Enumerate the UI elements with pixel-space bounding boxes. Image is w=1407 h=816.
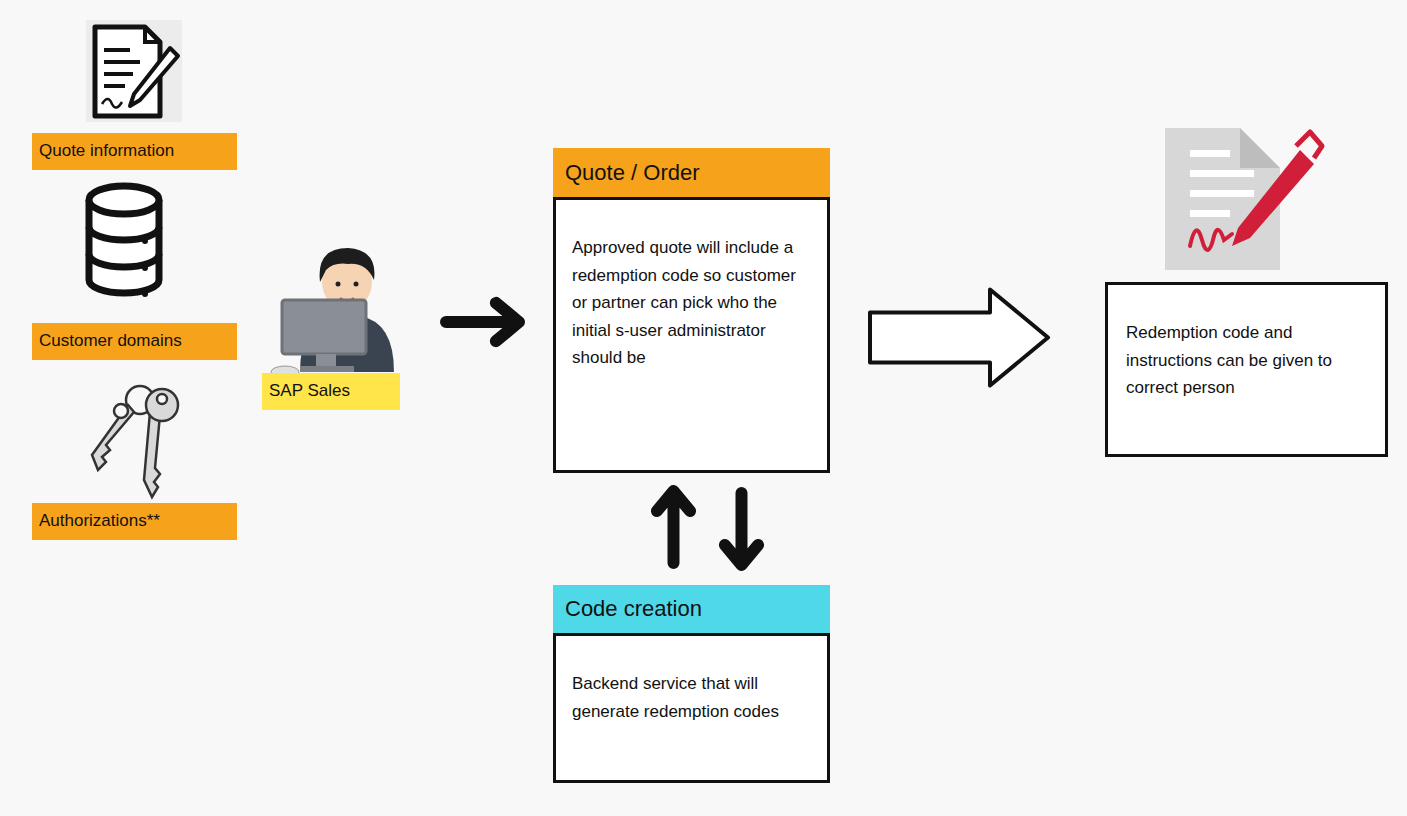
result-box: Redemption code and instructions can be …: [1105, 282, 1388, 457]
connector-arrow: [446, 303, 519, 341]
label-text: Authorizations**: [39, 511, 160, 531]
label-text: Quote information: [39, 141, 174, 161]
input-label: Quote information: [32, 133, 237, 170]
input-label: Authorizations**: [32, 503, 237, 540]
box-text: Redemption code and instructions can be …: [1126, 319, 1369, 402]
connector-arrow: [870, 290, 1048, 386]
label-text: SAP Sales: [269, 381, 350, 401]
process-box: Quote / OrderApproved quote will include…: [553, 148, 830, 473]
box-heading-band: Quote / Order: [553, 148, 830, 197]
box-text: Backend service that will generate redem…: [572, 670, 811, 725]
box-heading-band: Code creation: [553, 585, 830, 633]
label-text: Customer domains: [39, 331, 182, 351]
box-heading: Code creation: [565, 596, 702, 622]
box-text: Approved quote will include a redemption…: [572, 234, 811, 372]
connector-arrow: [725, 493, 758, 565]
connector-arrow: [657, 491, 690, 563]
keys-icon: [92, 386, 178, 497]
database-icon: [89, 186, 159, 297]
box-heading: Quote / Order: [565, 160, 700, 186]
box-body: Backend service that will generate redem…: [553, 633, 830, 783]
input-label: Customer domains: [32, 323, 237, 360]
sales-person-illustration: [271, 248, 394, 378]
document-icon: [86, 20, 182, 122]
signed-document-icon: [1165, 128, 1322, 270]
service-box: Code creationBackend service that will g…: [553, 585, 830, 783]
actor-label: SAP Sales: [262, 373, 400, 410]
box-body: Approved quote will include a redemption…: [553, 197, 830, 473]
